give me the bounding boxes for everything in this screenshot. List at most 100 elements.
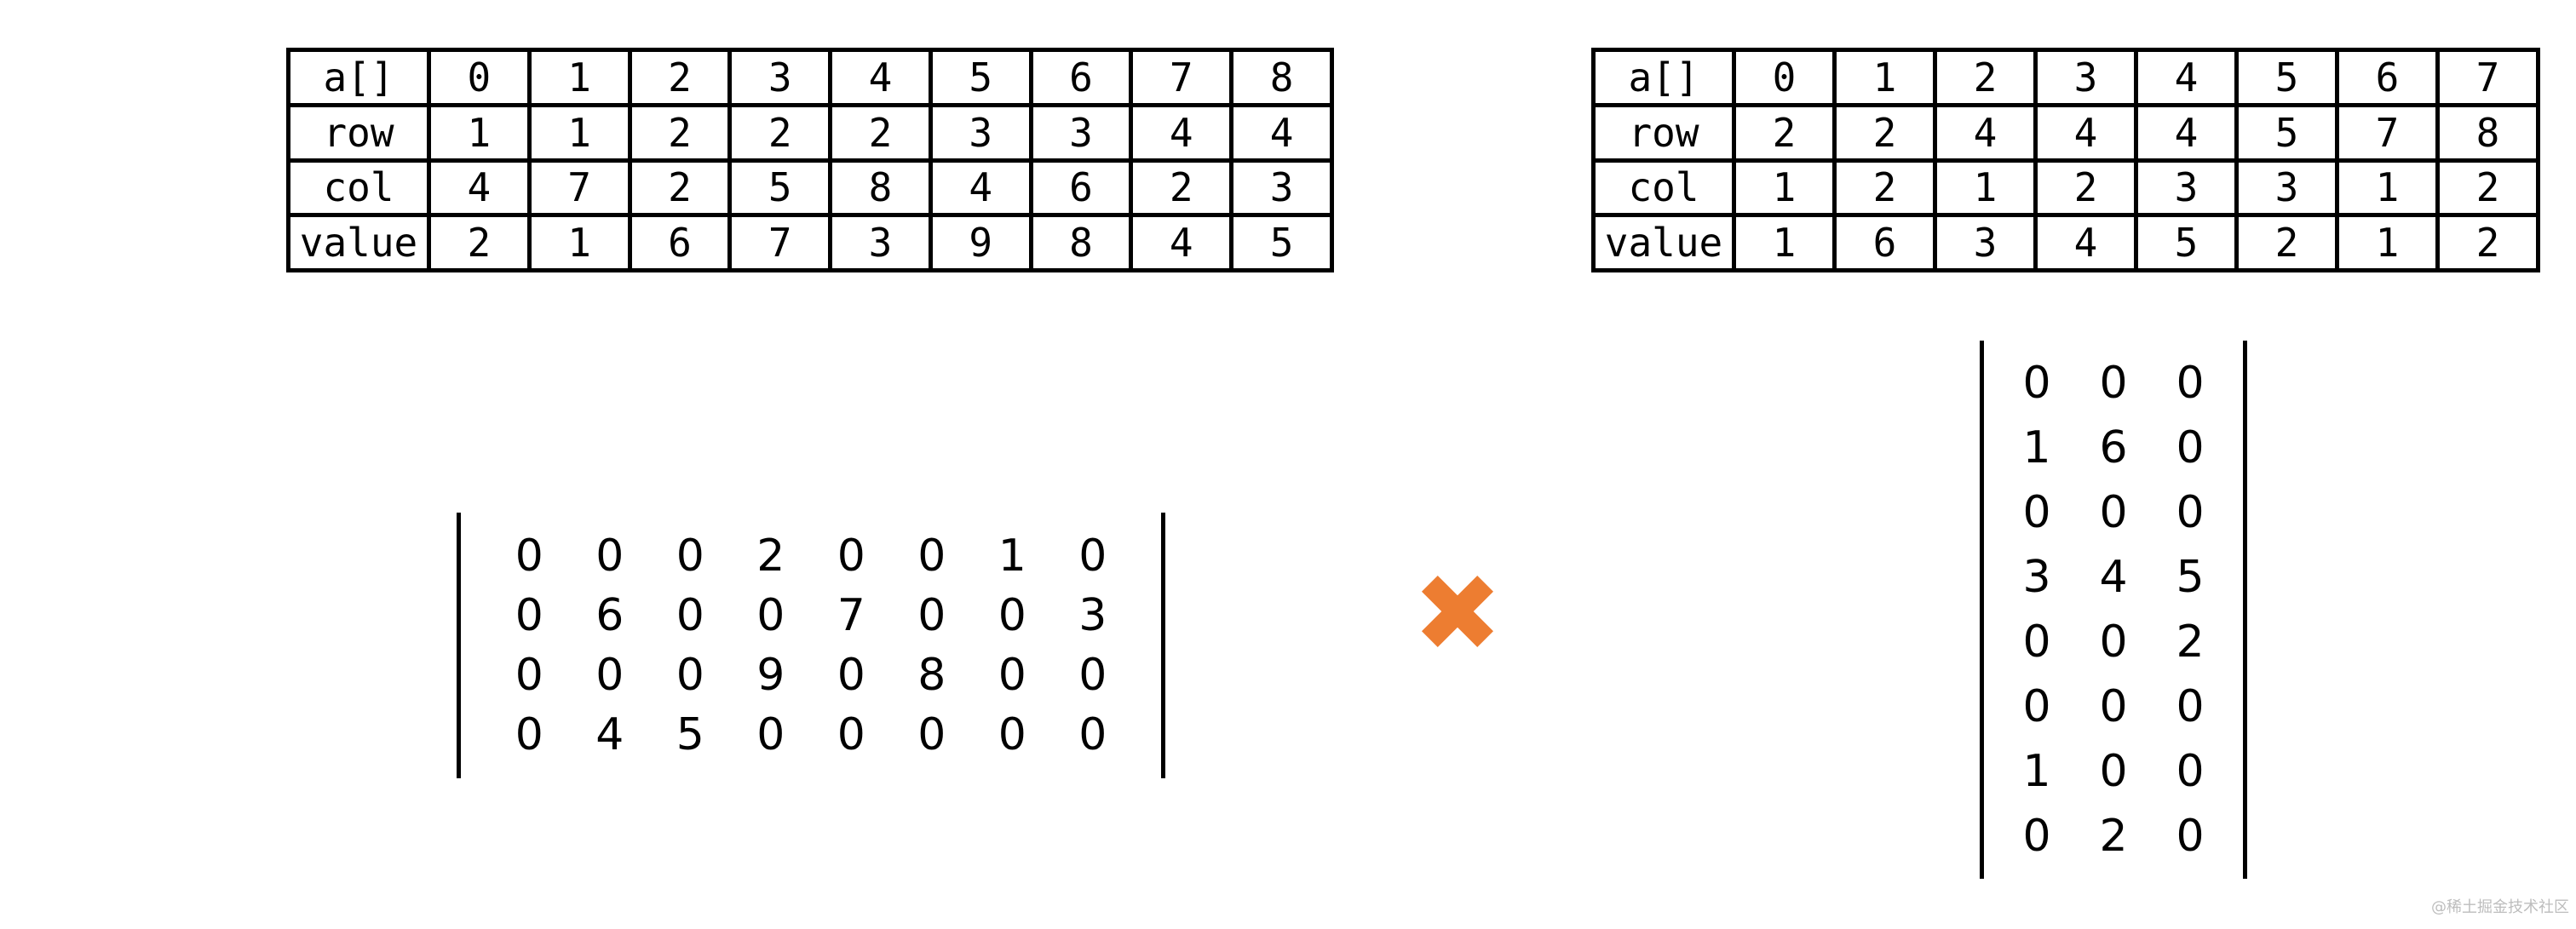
table-a-col-cell: 8 [828,158,933,218]
matrix-a-cell: 2 [756,530,785,582]
matrix-a-cell: 4 [595,709,624,760]
table-a-row-cell: 1 [526,102,632,163]
table-a-col-cell: 4 [928,158,1033,218]
matrix-b-cell: 4 [2099,552,2128,603]
matrix-a-right-bracket [1161,513,1165,778]
matrix-a-cell: 0 [998,590,1026,641]
matrix-b-right-bracket [2243,341,2247,879]
table-a-col-cell: 5 [727,158,833,218]
table-b-value-row: value 1 6 3 4 5 2 1 2 [1591,213,2540,272]
matrix-a-cell: 0 [595,650,624,701]
matrix-b-cell: 0 [2022,811,2051,862]
table-b-value-cell: 5 [2134,213,2239,272]
table-a-index-cell: 4 [828,48,933,107]
table-a-value-row: value 2 1 6 7 3 9 8 4 5 [286,213,1334,272]
matrix-b-cell: 0 [2176,422,2205,473]
table-a-col-cell: 6 [1028,158,1134,218]
matrix-a-cell: 5 [676,709,704,760]
table-b-col-cell: 3 [2134,158,2239,218]
matrix-b-cell: 1 [2022,422,2051,473]
table-b-header-index: a[] [1591,48,1736,107]
table-b-col-cell: 1 [1933,158,2038,218]
matrix-b-cell: 0 [2022,358,2051,409]
table-b-col-cell: 2 [2033,158,2138,218]
matrix-b-cell: 0 [2099,616,2128,668]
matrix-b-cell: 0 [2099,358,2128,409]
matrix-a-cell: 0 [1078,709,1107,760]
table-a-row-cell: 2 [727,102,833,163]
matrix-a-cell: 0 [515,709,543,760]
triplet-table-a: a[] 0 1 2 3 4 5 6 7 8 row 1 1 2 2 2 3 3 … [286,48,1334,272]
table-a-value-cell: 8 [1028,213,1134,272]
table-a-row-cell: 4 [1129,102,1234,163]
table-a-header-index: a[] [286,48,431,107]
matrix-b-left-bracket [1980,341,1984,879]
matrix-b-cell: 6 [2099,422,2128,473]
matrix-b-cell: 3 [2022,552,2051,603]
matrix-b-cell: 5 [2176,552,2205,603]
table-b-row-cell: 4 [2134,102,2239,163]
table-a-row-cell: 2 [627,102,733,163]
table-a-index-cell: 3 [727,48,833,107]
matrix-a-cell: 8 [917,650,946,701]
table-a-row-cell: 2 [828,102,933,163]
matrix-a-grid: 0 0 0 2 0 0 1 0 0 6 0 0 7 0 0 3 0 0 0 9 … [489,526,1133,765]
matrix-b-cell: 0 [2099,681,2128,732]
table-a-index-cell: 6 [1028,48,1134,107]
matrix-a-cell: 0 [917,590,946,641]
matrix-a-cell: 0 [676,530,704,582]
table-b-index-cell: 4 [2134,48,2239,107]
matrix-a-cell: 0 [998,709,1026,760]
table-a-value-cell: 6 [627,213,733,272]
table-b-index-cell: 1 [1832,48,1937,107]
table-b-index-cell: 0 [1732,48,1837,107]
matrix-b-cell: 0 [2099,487,2128,538]
matrix-a-cell: 0 [998,650,1026,701]
table-b-header-value: value [1591,213,1736,272]
table-a-row-cell: 3 [928,102,1033,163]
table-a-col-cell: 3 [1229,158,1334,218]
matrix-a-cell: 6 [595,590,624,641]
matrix-b-cell: 0 [2022,681,2051,732]
table-b-value-cell: 6 [1832,213,1937,272]
matrix-a-cell: 0 [1078,650,1107,701]
table-b-header-row: row [1591,102,1736,163]
table-b-col-cell: 2 [1832,158,1937,218]
matrix-a-cell: 0 [837,530,865,582]
triplet-table-b: a[] 0 1 2 3 4 5 6 7 row 2 2 4 4 4 5 7 8 … [1591,48,2540,272]
matrix-a-cell: 0 [676,590,704,641]
table-b-value-cell: 2 [2435,213,2540,272]
matrix-a-cell: 0 [837,650,865,701]
matrix-b: 0 0 0 1 6 0 0 0 0 3 4 5 0 0 2 0 0 0 1 0 … [1980,341,2247,879]
table-b-row-cell: 4 [1933,102,2038,163]
matrix-a-cell: 7 [837,590,865,641]
matrix-b-cell: 0 [2176,746,2205,797]
table-a-index-cell: 8 [1229,48,1334,107]
table-a-value-cell: 4 [1129,213,1234,272]
table-a-row-row: row 1 1 2 2 2 3 3 4 4 [286,102,1334,163]
table-a-value-cell: 7 [727,213,833,272]
table-b-col-cell: 1 [2335,158,2440,218]
matrix-b-cell: 0 [2176,811,2205,862]
table-a-col-cell: 2 [627,158,733,218]
matrix-b-cell: 0 [2176,681,2205,732]
table-b-col-cell: 1 [1732,158,1837,218]
table-b-index-cell: 5 [2234,48,2339,107]
table-b-row-cell: 4 [2033,102,2138,163]
table-b-index-cell: 3 [2033,48,2138,107]
watermark: @稀土掘金技术社区 [2431,898,2569,916]
table-a-row-cell: 1 [427,102,532,163]
table-a-value-cell: 3 [828,213,933,272]
table-b-row-cell: 2 [1832,102,1937,163]
table-b-row-cell: 7 [2335,102,2440,163]
table-a-header-value: value [286,213,431,272]
table-b-row-row: row 2 2 4 4 4 5 7 8 [1591,102,2540,163]
matrix-a-cell: 0 [756,590,785,641]
matrix-a-cell: 0 [515,530,543,582]
table-a-value-cell: 2 [427,213,532,272]
table-a-index-cell: 5 [928,48,1033,107]
table-b-row-cell: 2 [1732,102,1837,163]
table-b-row-cell: 5 [2234,102,2339,163]
matrix-a-cell: 3 [1078,590,1107,641]
matrix-b-cell: 0 [2022,616,2051,668]
